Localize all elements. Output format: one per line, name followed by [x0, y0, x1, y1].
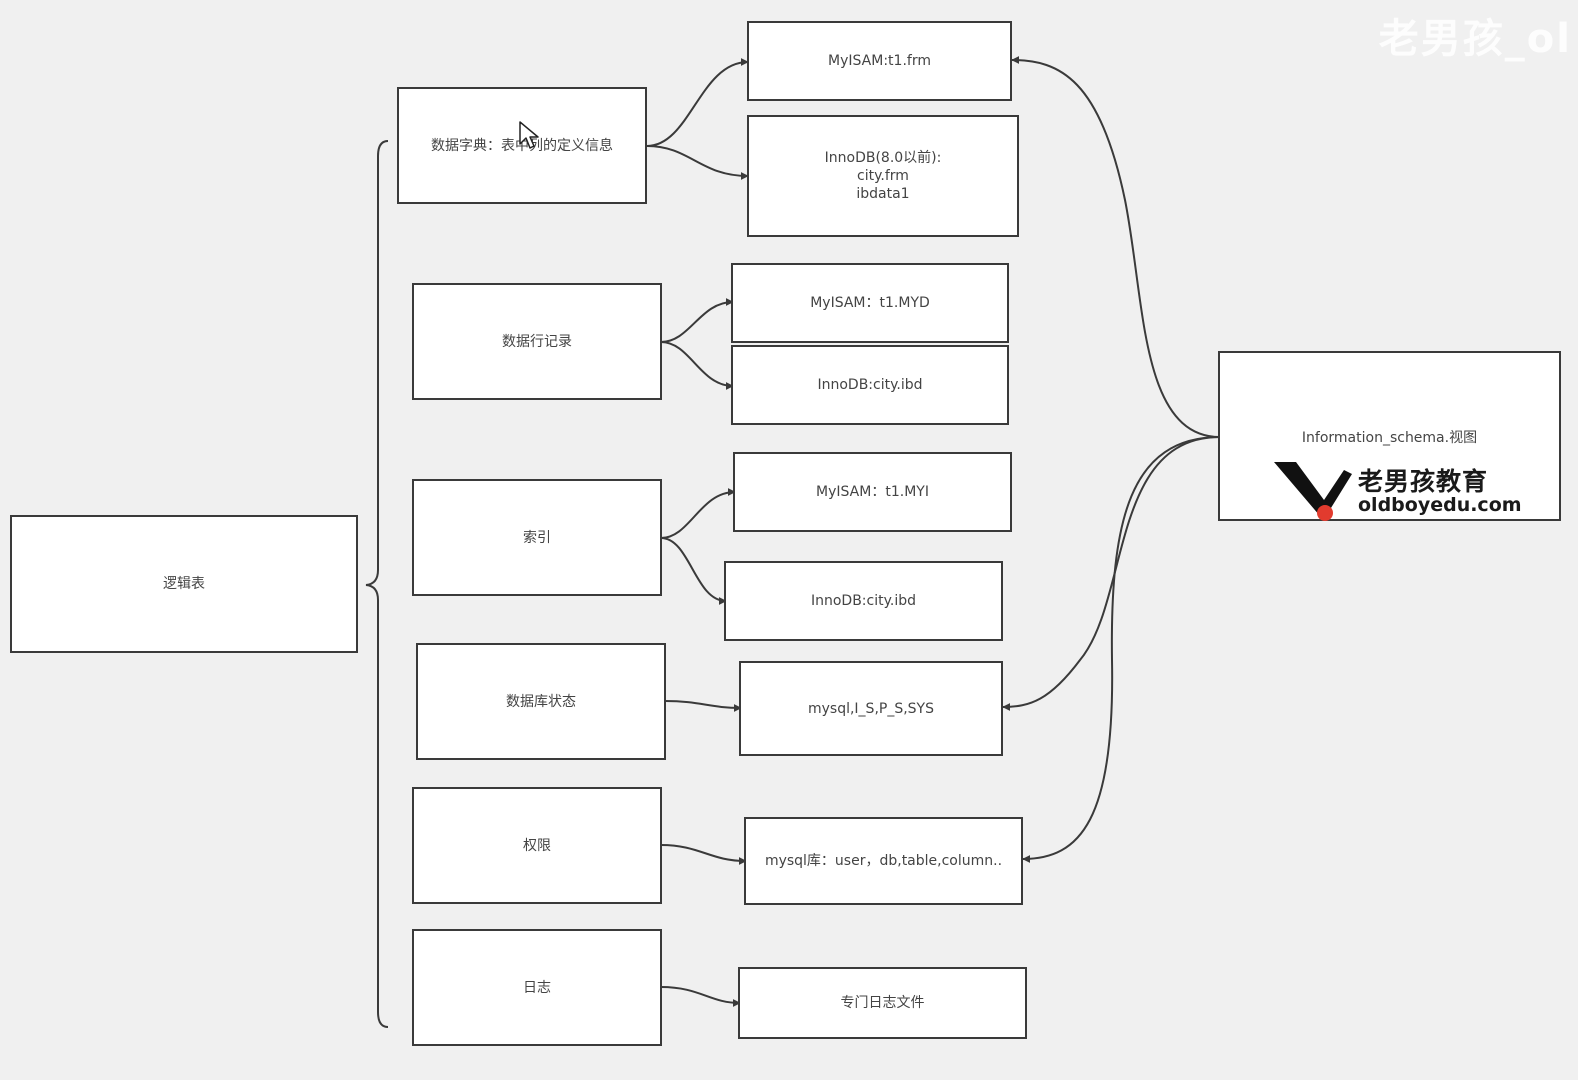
brand-logo-mark-icon: [1274, 462, 1352, 521]
mouse-cursor-icon: [519, 121, 539, 149]
edge-infoschema-dict: [1011, 56, 1221, 438]
node-log-target-label: 专门日志文件: [840, 995, 925, 1011]
watermark: 老男孩_ol: [1378, 16, 1572, 62]
group-brace: [365, 140, 389, 1028]
node-logs-label: 日志: [523, 979, 551, 996]
edge-dbstatus: [664, 700, 742, 712]
node-dict-innodb-line-2: city.frm: [857, 168, 909, 184]
edge-log: [660, 986, 741, 1007]
edge-dict-myisam: [646, 58, 749, 147]
node-log-target[interactable]: 专门日志文件: [738, 967, 1027, 1039]
edge-infoschema-perm: [1022, 436, 1221, 863]
brand-logo-en: oldboyedu.com: [1358, 494, 1522, 516]
node-data-rows-label: 数据行记录: [502, 333, 572, 350]
node-index-myisam-label: MyISAM：t1.MYI: [816, 484, 929, 500]
node-dict-innodb-line-1: InnoDB(8.0以前):: [824, 150, 942, 166]
node-index-innodb[interactable]: InnoDB:city.ibd: [724, 561, 1003, 641]
node-rows-innodb[interactable]: InnoDB:city.ibd: [731, 345, 1009, 425]
node-information-schema-label: Information_schema.视图: [1301, 430, 1478, 446]
node-dbstatus-target-label: mysql,I_S,P_S,SYS: [807, 700, 934, 717]
node-logical-table-label: 逻辑表: [163, 576, 205, 592]
edge-infoschema-dbstatus: [1002, 436, 1221, 711]
node-index[interactable]: 索引: [412, 479, 662, 596]
node-permissions-label: 权限: [523, 837, 551, 854]
node-index-myisam[interactable]: MyISAM：t1.MYI: [733, 452, 1012, 532]
edge-index-myisam: [660, 488, 736, 539]
node-logs[interactable]: 日志: [412, 929, 662, 1046]
node-perm-target[interactable]: mysql库：user，db,table,column..: [744, 817, 1023, 905]
brand-logo-cn: 老男孩教育: [1358, 467, 1489, 496]
node-rows-myisam-label: MyISAM：t1.MYD: [810, 295, 930, 311]
node-dict-myisam-label: MyISAM:t1.frm: [828, 53, 931, 69]
node-perm-target-label: mysql库：user，db,table,column..: [764, 853, 1003, 869]
node-dict-myisam[interactable]: MyISAM:t1.frm: [747, 21, 1012, 101]
node-dict-innodb-line-3: ibdata1: [856, 186, 910, 202]
node-index-label: 索引: [523, 529, 551, 546]
edge-index-innodb: [660, 537, 727, 605]
node-data-dictionary-label: 数据字典：表中列的定义信息: [431, 137, 613, 154]
node-permissions[interactable]: 权限: [412, 787, 662, 904]
edge-perm: [660, 844, 747, 865]
node-data-dictionary[interactable]: 数据字典：表中列的定义信息: [397, 87, 647, 204]
node-index-innodb-label: InnoDB:city.ibd: [810, 593, 917, 609]
edge-dict-innodb: [646, 145, 749, 180]
node-db-status[interactable]: 数据库状态: [416, 643, 666, 760]
node-information-schema[interactable]: Information_schema.视图: [1218, 351, 1561, 521]
node-dict-innodb[interactable]: InnoDB(8.0以前): city.frm ibdata1: [747, 115, 1019, 237]
node-rows-myisam[interactable]: MyISAM：t1.MYD: [731, 263, 1009, 343]
node-dict-innodb-lines: InnoDB(8.0以前): city.frm ibdata1: [825, 149, 942, 203]
brand-logo: 老男孩教育 oldboyedu.com: [1272, 458, 1522, 522]
edge-rows-myisam: [660, 298, 734, 343]
node-db-status-label: 数据库状态: [506, 693, 576, 710]
node-logical-table[interactable]: 逻辑表: [10, 515, 358, 653]
node-rows-innodb-label: InnoDB:city.ibd: [817, 377, 923, 393]
node-data-rows[interactable]: 数据行记录: [412, 283, 662, 400]
node-dbstatus-target[interactable]: mysql,I_S,P_S,SYS: [739, 661, 1003, 756]
edge-rows-innodb: [660, 341, 734, 390]
